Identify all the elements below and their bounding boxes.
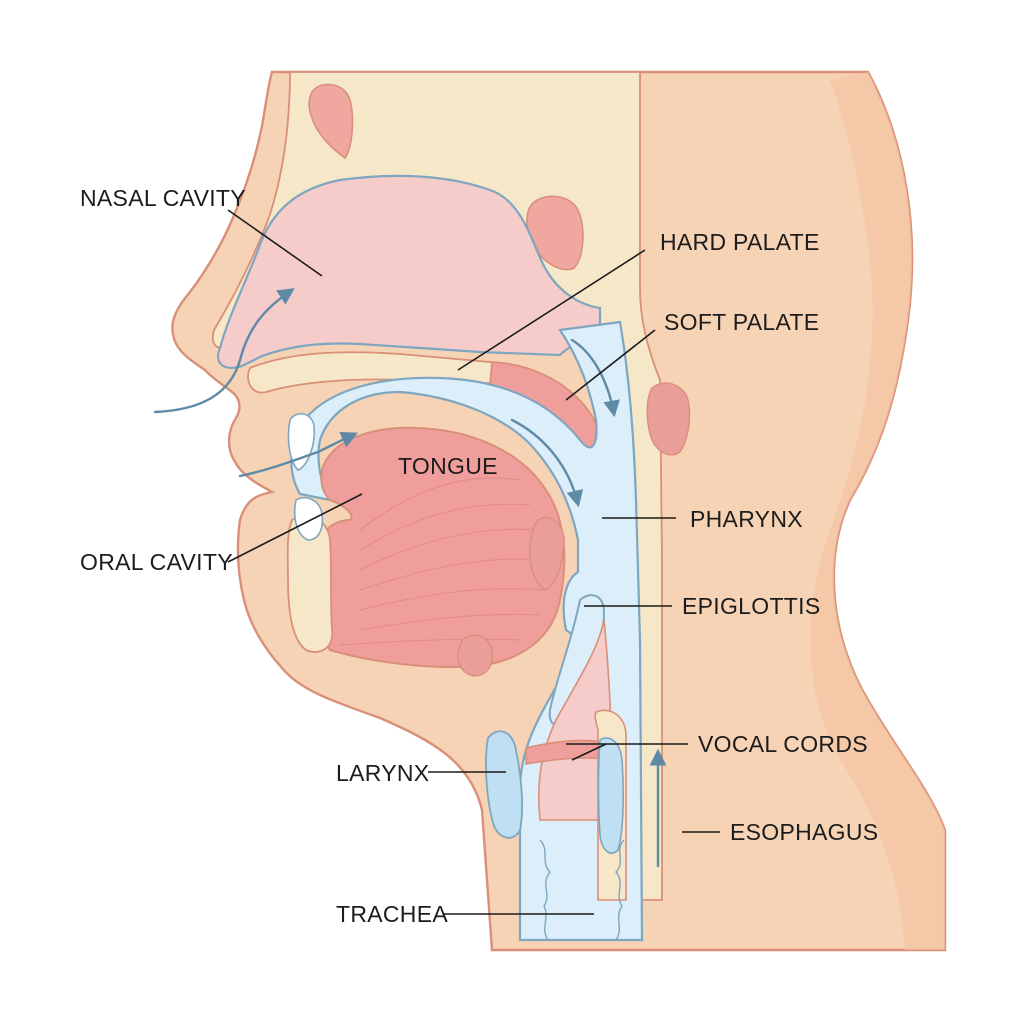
label-trachea: TRACHEA — [336, 901, 448, 927]
label-oral-cavity: ORAL CAVITY — [80, 549, 233, 575]
leader-soft-palate — [565, 329, 656, 401]
frontal-sinus — [308, 83, 354, 160]
label-epiglottis: EPIGLOTTIS — [682, 593, 820, 619]
esophagus-cartilage — [597, 737, 624, 854]
nasal-cavity-region — [216, 174, 602, 369]
pharyngeal-tonsil — [646, 382, 691, 456]
label-larynx: LARYNX — [336, 760, 429, 786]
leader-nasal-cavity — [227, 209, 323, 277]
larynx-cartilage — [485, 730, 523, 839]
airflow-arrows — [153, 288, 667, 868]
lingual-tonsil — [528, 517, 565, 591]
label-nasal-cavity: NASAL CAVITY — [80, 185, 246, 211]
lower-incisor — [293, 496, 324, 541]
back-of-neck-shading — [810, 72, 945, 950]
label-vocal-cords: VOCAL CORDS — [698, 731, 868, 757]
leader-vocal-cords-2 — [571, 743, 607, 761]
diagram-labels: NASAL CAVITY HARD PALATE SOFT PALATE TON… — [80, 185, 878, 927]
leader-oral-cavity — [227, 493, 363, 563]
leader-lines — [227, 209, 720, 915]
hyoid-tissue — [456, 634, 493, 677]
label-hard-palate: HARD PALATE — [660, 229, 820, 255]
label-tongue: TONGUE — [398, 453, 498, 479]
label-pharynx: PHARYNX — [690, 506, 803, 532]
trachea-rings — [539, 839, 625, 941]
label-soft-palate: SOFT PALATE — [664, 309, 819, 335]
label-esophagus: ESOPHAGUS — [730, 819, 878, 845]
mandible — [286, 515, 333, 653]
tongue-muscle-fibres — [339, 477, 546, 646]
leader-hard-palate — [457, 249, 646, 371]
